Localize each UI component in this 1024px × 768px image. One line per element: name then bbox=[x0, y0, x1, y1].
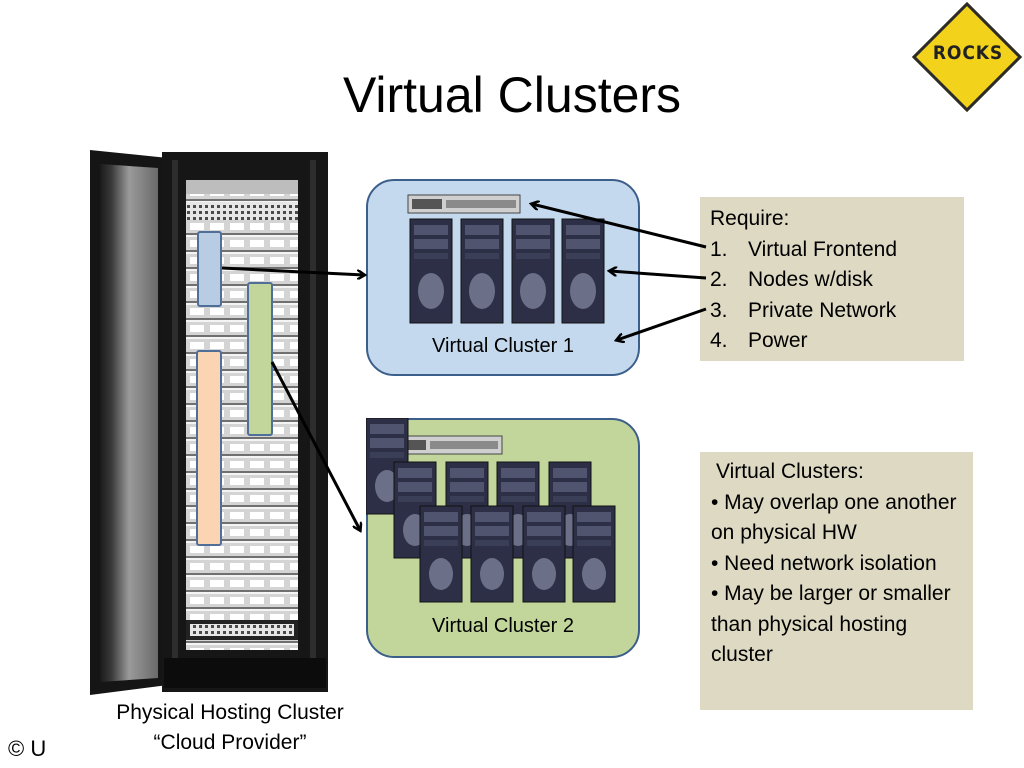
virtual-cluster-2: Virtual Cluster 2 bbox=[366, 418, 640, 658]
vc2-allocation-block bbox=[247, 282, 273, 436]
require-item-text: Nodes w/disk bbox=[748, 268, 873, 291]
rack-caption-line1: Physical Hosting Cluster bbox=[116, 701, 344, 724]
vc2-nodes-graphic bbox=[366, 418, 616, 603]
require-box: Require: 1. Virtual Frontend 2. Nodes w/di… bbox=[700, 197, 964, 361]
require-item: 3. Private Network bbox=[710, 296, 964, 327]
require-item: 4. Power bbox=[710, 326, 964, 357]
rocks-logo: ROCKS bbox=[911, 1, 1024, 114]
vc1-allocation-block bbox=[197, 231, 222, 307]
require-list: 1. Virtual Frontend 2. Nodes w/disk 3. Priv… bbox=[710, 235, 964, 357]
require-item-text: Virtual Frontend bbox=[748, 237, 898, 261]
require-item-text: Private Network bbox=[748, 298, 897, 322]
vc2-label: Virtual Cluster 2 bbox=[432, 615, 574, 637]
require-item-number: 1. bbox=[710, 237, 728, 261]
notes-bullet: • Need network isolation bbox=[711, 551, 937, 575]
virtual-cluster-1: Virtual Cluster 1 bbox=[366, 179, 640, 376]
require-item-number: 4. bbox=[710, 329, 728, 352]
virtual-clusters-notes-box: Virtual Clusters: • May overlap one anot… bbox=[700, 452, 973, 710]
notes-bullet: • May be larger or smaller than physical… bbox=[711, 582, 951, 666]
arrow-frontend bbox=[532, 204, 707, 249]
vc1-label: Virtual Cluster 1 bbox=[432, 335, 574, 357]
arrow-rack-to-vc2 bbox=[270, 361, 360, 530]
notes-heading: Virtual Clusters: bbox=[716, 460, 864, 483]
arrow-rack-to-vc1 bbox=[221, 266, 364, 275]
require-heading: Require: bbox=[710, 207, 790, 230]
require-item: 2. Nodes w/disk bbox=[710, 265, 964, 296]
require-item: 1. Virtual Frontend bbox=[710, 235, 964, 266]
other-allocation-block bbox=[196, 350, 222, 546]
require-item-text: Power bbox=[748, 329, 808, 352]
rack-caption-line2: “Cloud Provider” bbox=[153, 731, 307, 754]
slide-title: Virtual Clusters bbox=[342, 67, 682, 123]
require-item-number: 2. bbox=[710, 268, 728, 291]
copyright-text: © U bbox=[8, 736, 47, 761]
rack-caption: Physical Hosting Cluster “Cloud Provider… bbox=[90, 698, 370, 758]
arrow-network bbox=[617, 307, 707, 340]
arrow-nodes bbox=[610, 271, 707, 280]
require-item-number: 3. bbox=[710, 298, 728, 322]
rocks-logo-text: ROCKS bbox=[932, 42, 1004, 64]
notes-bullet: • May overlap one another on physical HW bbox=[711, 490, 957, 545]
vc1-nodes-graphic bbox=[407, 194, 605, 324]
